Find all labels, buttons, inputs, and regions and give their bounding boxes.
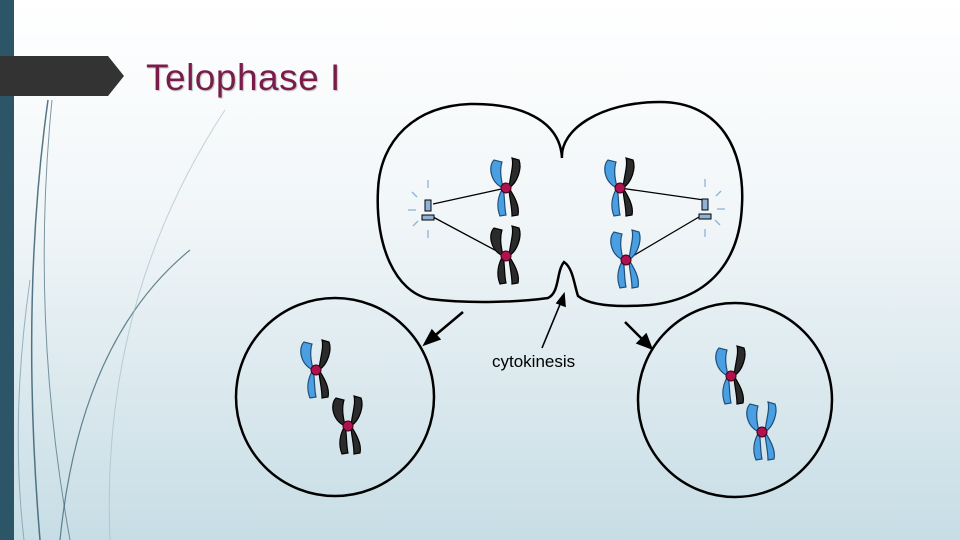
- chromosome-icon: [490, 157, 521, 217]
- slide-title: Telophase I: [146, 57, 341, 98]
- chromosome-icon: [610, 229, 641, 289]
- chromosome-icon: [490, 225, 521, 285]
- daughter-cell-right: [636, 301, 834, 499]
- centriole-icon: [408, 180, 435, 238]
- chromosome-icon: [604, 157, 635, 217]
- accent-bar: [0, 0, 14, 540]
- arrow: [541, 291, 566, 349]
- chromosome-icon: [715, 345, 746, 405]
- arrow: [624, 321, 654, 351]
- dividing-cell-membrane: [376, 100, 744, 308]
- chromosome-icon: [746, 401, 777, 461]
- spindle-fibers: [432, 187, 705, 261]
- title-tab-shape: [0, 56, 124, 96]
- chromosome-icon: [332, 395, 363, 455]
- daughter-cell-left: [234, 296, 436, 498]
- cytokinesis-label: cytokinesis: [492, 352, 575, 371]
- centriole-icon: [698, 179, 725, 237]
- chromosome-icon: [300, 339, 331, 399]
- arrow: [422, 311, 464, 347]
